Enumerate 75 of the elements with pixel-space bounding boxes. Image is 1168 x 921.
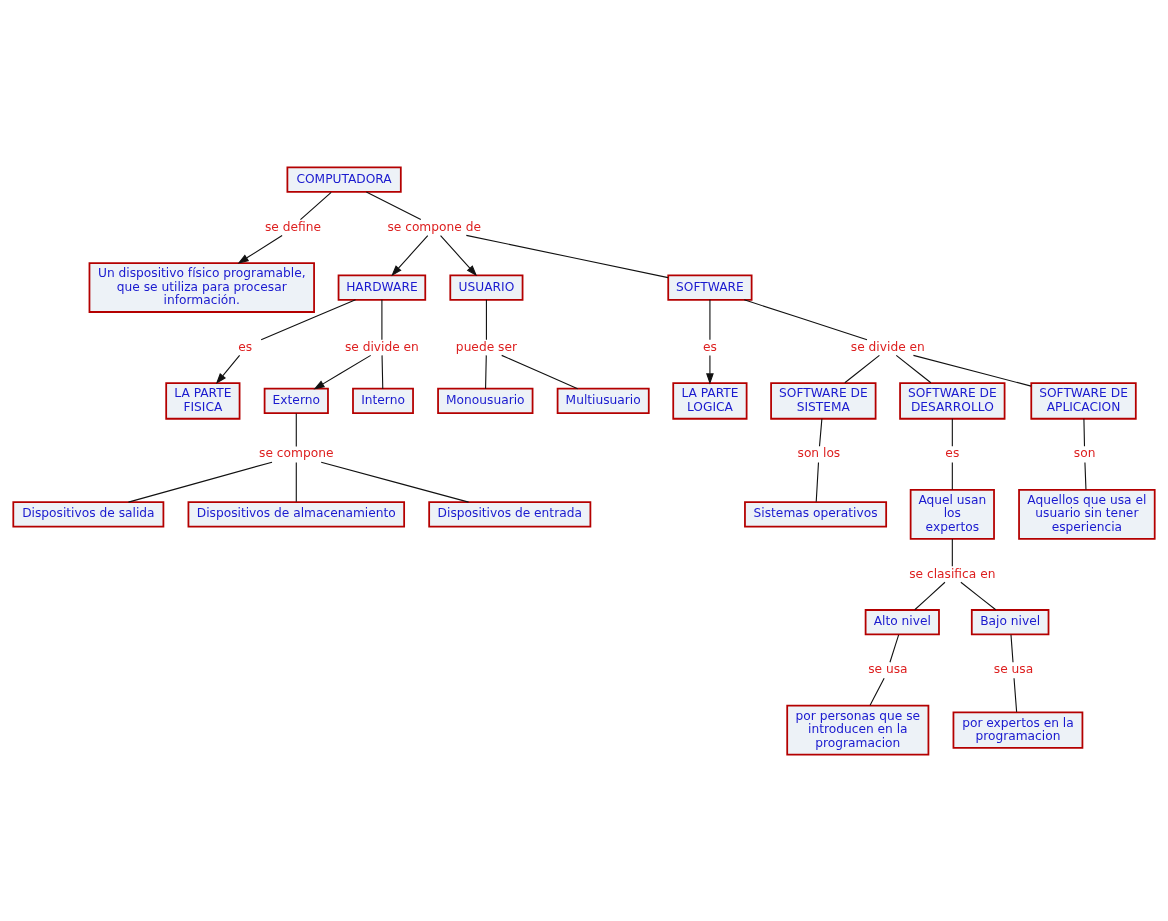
node-box: Dispositivos de salida (12, 500, 165, 527)
connector (1010, 633, 1014, 663)
node-text: se compone de (387, 219, 481, 234)
node-box: Monousuario (437, 387, 534, 414)
connector (295, 412, 297, 447)
connector (1013, 677, 1018, 712)
node-box: SOFTWARE DE DESARROLLO (899, 381, 1006, 420)
node-text: se divide en (344, 339, 419, 354)
connector (381, 354, 384, 389)
node-box: Aquellos que usa el usuario sin tener esperiencia (1018, 488, 1156, 540)
connector (951, 461, 953, 490)
node-box: Sistemas operativos (744, 500, 888, 527)
node-box: Multiusuario (556, 387, 650, 414)
connector (381, 298, 383, 340)
connector (1084, 461, 1087, 490)
node-text: es (702, 339, 717, 354)
connector (914, 581, 946, 610)
connector (844, 354, 880, 383)
node-box: Aquel usan los expertos (909, 488, 995, 540)
connector (815, 461, 820, 502)
node-text: se usa (868, 661, 908, 676)
connector (127, 461, 273, 503)
arrow (215, 354, 241, 384)
connector (465, 234, 669, 278)
node-text: se define (264, 219, 321, 234)
arrow (313, 354, 372, 390)
node-text: se clasifica en (909, 566, 996, 581)
node-box: USUARIO (449, 273, 524, 301)
node-box: SOFTWARE DE SISTEMA (770, 381, 877, 420)
node-box: Dispositivos de almacenamiento (187, 500, 406, 527)
connector (960, 581, 997, 610)
node-box: Bajo nivel (970, 608, 1050, 635)
connector (951, 537, 953, 567)
arrow (391, 234, 429, 276)
connector (485, 354, 487, 389)
connector (709, 298, 711, 340)
arrow (706, 354, 714, 384)
connector (951, 417, 953, 447)
connector (365, 191, 422, 220)
node-text: se divide en (850, 339, 925, 354)
node-text: puede ser (455, 339, 517, 354)
node-box: Dispositivos de entrada (428, 500, 592, 527)
node-box: por expertos en la programacion (952, 710, 1084, 749)
connector (912, 354, 1032, 387)
connector (295, 461, 297, 502)
connector (260, 298, 357, 340)
node-text: es (238, 339, 253, 354)
node-box: Externo (263, 387, 329, 414)
node-box: Un dispositivo físico programable, que se utiliza para procesar información. (88, 261, 315, 313)
connector (889, 633, 900, 663)
node-box: LA PARTE FISICA (165, 381, 241, 420)
node-box: por personas que se introducen en la programacion (786, 704, 930, 755)
connector (869, 677, 885, 706)
node-box: SOFTWARE DE APLICACION (1030, 381, 1137, 420)
connector (743, 298, 868, 340)
arrow (440, 234, 478, 276)
node-box: LA PARTE LOGICA (672, 381, 748, 420)
connector (501, 354, 579, 389)
connector (299, 191, 332, 220)
node-box: SOFTWARE (667, 273, 753, 301)
connector (1083, 417, 1086, 447)
node-text: se usa (993, 661, 1034, 676)
arrow (237, 234, 283, 264)
node-box: COMPUTADORA (286, 166, 402, 193)
connector (818, 417, 823, 447)
node-text: se compone (259, 445, 334, 460)
connector (485, 298, 487, 340)
connector (320, 461, 470, 503)
node-text: son los (797, 445, 841, 460)
node-text: es (945, 445, 960, 460)
node-text: son (1073, 445, 1096, 460)
connector (895, 354, 932, 383)
node-box: Alto nivel (864, 608, 940, 635)
node-box: HARDWARE (337, 273, 427, 301)
node-box: Interno (352, 387, 414, 414)
